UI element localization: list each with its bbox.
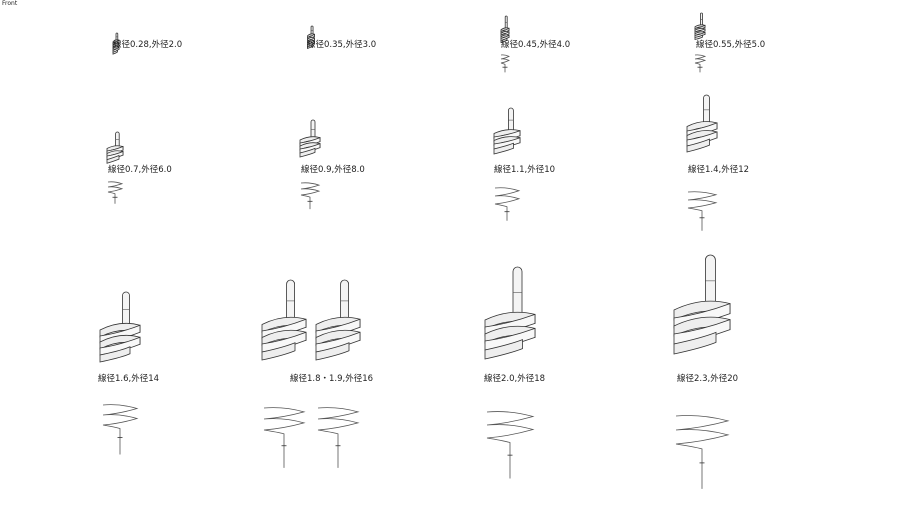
spring-model-7 [493, 107, 521, 155]
spring-label-1: 線径0.28,外径2.0 [113, 40, 183, 50]
spring-wireframe-6 [300, 182, 321, 210]
spring-label-5: 線径0.7,外径6.0 [108, 165, 172, 175]
spring-wireframe-7 [494, 187, 521, 221]
spring-wireframe-8 [687, 191, 718, 231]
spring-label-12: 線径2.3,外径20 [677, 374, 739, 384]
spring-model-4 [694, 12, 706, 41]
spring-model-8 [686, 94, 718, 153]
spring-wireframe-11 [486, 411, 535, 479]
spring-model-12 [673, 254, 731, 355]
spring-wireframe-3 [500, 54, 510, 73]
spring-wireframe-10b [317, 407, 360, 468]
spring-model-2 [307, 25, 315, 50]
view-name-label: Front [2, 0, 18, 7]
spring-label-3: 線径0.45,外径4.0 [501, 40, 571, 50]
spring-wireframe-5 [107, 181, 124, 204]
spring-model-5 [106, 131, 124, 164]
spring-model-9 [99, 291, 141, 363]
spring-model-11 [484, 266, 536, 360]
spring-wireframe-12 [675, 415, 730, 489]
spring-label-4: 線径0.55,外径5.0 [696, 40, 766, 50]
spring-label-7: 線径1.1,外径10 [494, 165, 556, 175]
spring-label-10: 線径1.8・1.9,外径16 [290, 374, 374, 384]
spring-model-10b [315, 279, 361, 361]
spring-label-8: 線径1.4,外径12 [688, 165, 750, 175]
spring-wireframe-9 [102, 404, 139, 455]
spring-label-2: 線径0.35,外径3.0 [307, 40, 377, 50]
spring-label-11: 線径2.0,外径18 [484, 374, 546, 384]
spring-model-3 [500, 15, 510, 44]
spring-label-6: 線径0.9,外径8.0 [301, 165, 365, 175]
spring-model-6 [299, 119, 321, 158]
spring-wireframe-10 [263, 407, 306, 468]
spring-model-10 [261, 279, 307, 361]
spring-wireframe-4 [694, 54, 707, 73]
spring-label-9: 線径1.6,外径14 [98, 374, 160, 384]
spring-model-1 [112, 32, 120, 55]
